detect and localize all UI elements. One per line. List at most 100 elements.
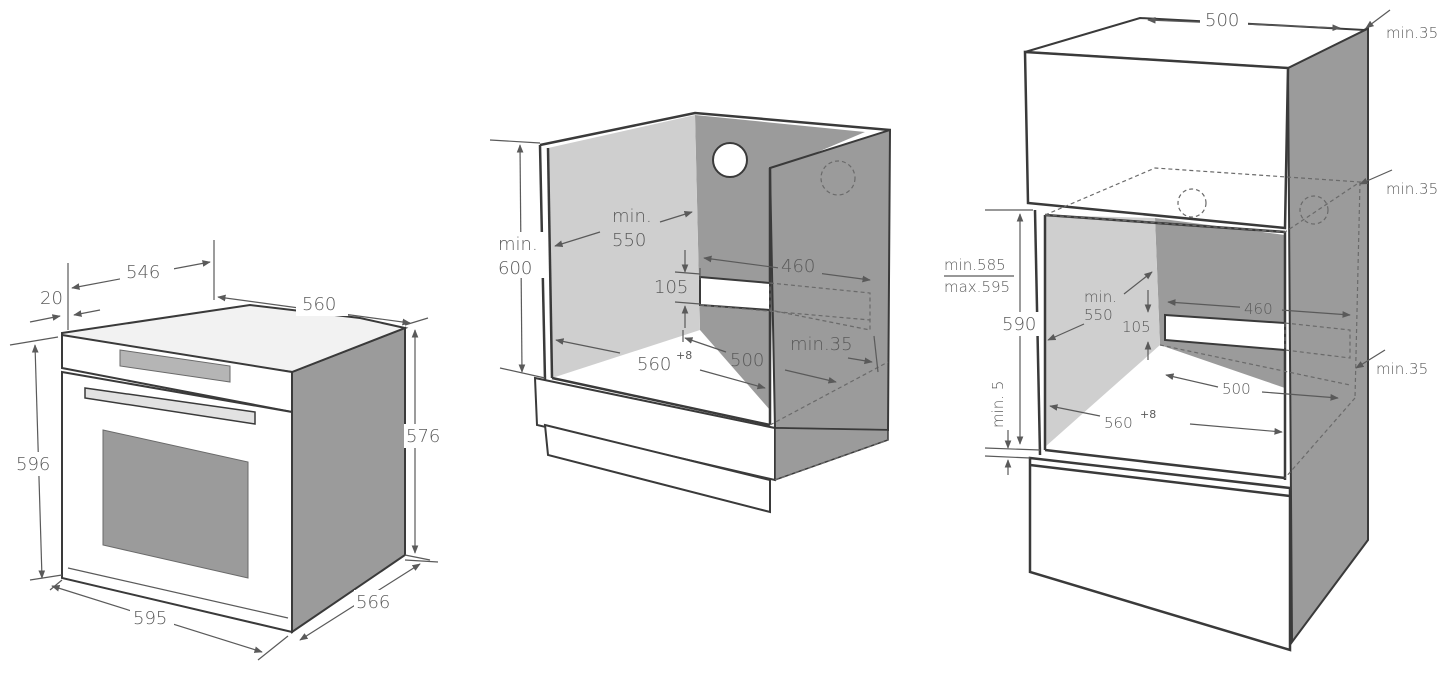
- label-bg: [1200, 8, 1248, 30]
- label-500-top: 500: [1205, 10, 1239, 31]
- label-min35-under: min.35: [790, 334, 853, 355]
- dim-arrow-min35-mid: [1359, 169, 1393, 185]
- dim-arrow-560b-tall: [1189, 423, 1283, 435]
- label-560: 560: [302, 294, 336, 315]
- label-min35-top: min.35: [1386, 24, 1438, 42]
- dim-arrow-500a-tall: [1165, 373, 1219, 388]
- label-596: 596: [16, 454, 50, 475]
- ext-line: [674, 271, 701, 275]
- label-bg: [1240, 298, 1282, 318]
- dim-arrow-560a: [555, 338, 621, 354]
- label-105-tall: 105: [1122, 318, 1151, 336]
- ext-line: [257, 635, 289, 661]
- label-bg: [130, 606, 174, 630]
- label-566: 566: [356, 592, 390, 613]
- label-bg: [494, 232, 546, 278]
- tall-side-panel: [1286, 26, 1369, 645]
- ext-line: [404, 559, 439, 563]
- ext-line: [499, 367, 546, 379]
- label-600: 600: [498, 258, 532, 279]
- cabinet-top-edge: [539, 111, 891, 147]
- dim-arrow-550a-tall: [1047, 323, 1085, 341]
- label-546: 546: [126, 262, 160, 283]
- label-560-tall: 560: [1104, 414, 1133, 432]
- label-range-min: min.585: [944, 256, 1006, 274]
- oven-side-panel: [291, 326, 406, 634]
- cabinet-left-edge: [546, 147, 554, 379]
- ext-line: [873, 335, 879, 373]
- ext-line: [404, 317, 429, 326]
- label-bg: [354, 590, 396, 614]
- oven-display: [119, 349, 231, 383]
- hidden-line: [774, 439, 889, 481]
- niche-left-wall: [1045, 215, 1160, 447]
- cabinet-left-wall: [548, 115, 700, 378]
- label-560-tall-tolerance: +8: [1140, 408, 1156, 421]
- ext-line: [984, 455, 1031, 459]
- cabinet-right-panel: [768, 128, 892, 432]
- label-bg: [404, 424, 446, 448]
- dim-arrow-500b-tall: [1261, 391, 1339, 401]
- tall-unit-drawing: 500 min.35 min.35 min.35 min.585 max.595…: [944, 8, 1438, 652]
- ext-line: [404, 554, 431, 561]
- cabinet-floor-edge: [551, 376, 771, 427]
- cabinet-plinth-side: [774, 427, 889, 482]
- label-bg: [1000, 312, 1040, 336]
- dim-arrow-min35: [847, 357, 873, 365]
- label-min5: min. 5: [989, 381, 1007, 428]
- lower-carcase: [1028, 456, 1292, 652]
- vent-slot-hidden: [769, 282, 871, 331]
- label-576: 576: [406, 426, 440, 447]
- hidden-line: [1159, 344, 1351, 386]
- tall-vent-slot-hidden: [1284, 322, 1351, 359]
- label-590: 590: [1002, 314, 1036, 335]
- ext-line: [9, 336, 59, 346]
- dim-arrow-min35-side: [1355, 349, 1386, 369]
- dim-arrow-550b-tall: [1123, 271, 1153, 295]
- vent-hole-hidden-icon: [1299, 195, 1329, 225]
- hidden-line: [1354, 181, 1361, 399]
- label-560-under: 560: [637, 354, 671, 375]
- label-500-under: 500: [730, 350, 764, 371]
- upper-box-front: [1023, 50, 1290, 230]
- dim-arrow-560b: [699, 369, 766, 390]
- label-560-tolerance: +8: [676, 349, 692, 362]
- oven-handle: [84, 387, 256, 425]
- ext-line: [29, 574, 63, 581]
- label-min-depth: min.: [612, 206, 652, 227]
- dim-arrow-550b: [659, 211, 693, 223]
- hidden-line: [1284, 397, 1356, 479]
- dim-arrow-560a-tall: [1049, 404, 1101, 417]
- cabinet-back-wall: [695, 115, 865, 410]
- label-550: 550: [612, 230, 646, 251]
- label-bg: [296, 292, 348, 316]
- hidden-line: [769, 361, 889, 426]
- label-min: min.: [498, 234, 538, 255]
- niche-floor-front: [1044, 448, 1286, 480]
- label-min35-mid: min.35: [1386, 180, 1438, 198]
- label-595: 595: [133, 608, 167, 629]
- dim-arrow-20b: [73, 309, 101, 317]
- label-20: 20: [40, 288, 63, 309]
- label-460: 460: [781, 256, 815, 277]
- cabinet-foot: [543, 423, 771, 514]
- under-counter-drawing: min. 600 min. 550 460 105 560 +8 500 min…: [489, 111, 892, 514]
- ext-line: [674, 301, 701, 305]
- lower-top-edge: [1029, 463, 1291, 498]
- dim-arrow-min35-top: [1365, 9, 1391, 29]
- tall-vent-slot: [1164, 313, 1286, 352]
- label-range-max: max.595: [944, 278, 1010, 296]
- oven-window: [102, 429, 249, 579]
- vent-hole-icon: [712, 142, 748, 178]
- vent-slot: [699, 275, 771, 312]
- oven-drawing: 546 20 560 596 576 595 566: [9, 240, 446, 661]
- vent-hole-hidden-icon: [820, 160, 856, 196]
- label-460-tall: 460: [1244, 300, 1273, 318]
- ext-line: [489, 139, 541, 144]
- dim-arrow-500a: [684, 337, 727, 353]
- label-500-tall: 500: [1222, 380, 1251, 398]
- dim-arrow-500b: [784, 369, 837, 384]
- dim-arrow-20a: [29, 314, 61, 323]
